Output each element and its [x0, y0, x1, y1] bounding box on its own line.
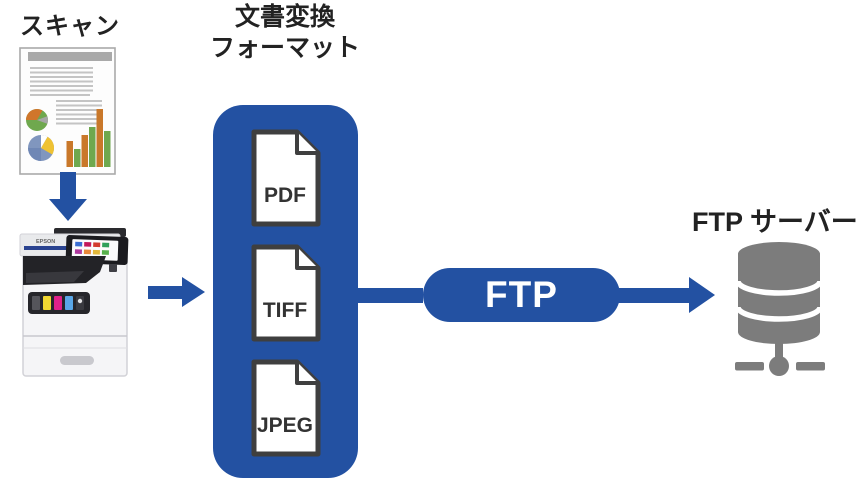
multifunction-printer-icon: EPSON [19, 228, 129, 377]
svg-text:EPSON: EPSON [36, 239, 55, 245]
scan-down-arrow-shaft [60, 172, 76, 200]
scan-label: スキャン [20, 13, 120, 40]
format-title-line1: 文書変換 [234, 3, 335, 31]
ftp-to-server-connector [618, 288, 689, 303]
mini-pie-chart-1 [26, 109, 48, 131]
database-server-icon [735, 242, 825, 376]
pdf-file-icon: PDF [251, 129, 320, 227]
mini-pie-chart-2 [28, 134, 55, 161]
pdf-label: PDF [264, 184, 306, 207]
printer-ink-cartridges [28, 292, 90, 314]
mini-bar-chart [66, 109, 111, 167]
formats-to-ftp-connector [356, 288, 423, 303]
jpeg-label: JPEG [256, 414, 312, 437]
tiff-file-icon: TIFF [251, 244, 320, 342]
scan-down-arrow-head [49, 199, 87, 221]
format-title-line2: フォーマット [209, 34, 360, 62]
format-box: PDF TIFF JPEG [213, 105, 358, 478]
ftp-to-server-arrow-head [689, 277, 715, 313]
ftp-pill: FTP [423, 268, 620, 322]
printer-to-formats-arrow-shaft [148, 286, 182, 299]
format-title: 文書変換 フォーマット [198, 2, 372, 64]
printer-to-formats-arrow-head [182, 277, 205, 307]
ftp-server-label: FTP サーバー [692, 207, 858, 237]
ftp-protocol-label: FTP [485, 274, 558, 315]
tiff-label: TIFF [262, 299, 306, 322]
jpeg-file-icon: JPEG [251, 359, 320, 457]
scanned-document-icon [19, 47, 116, 175]
